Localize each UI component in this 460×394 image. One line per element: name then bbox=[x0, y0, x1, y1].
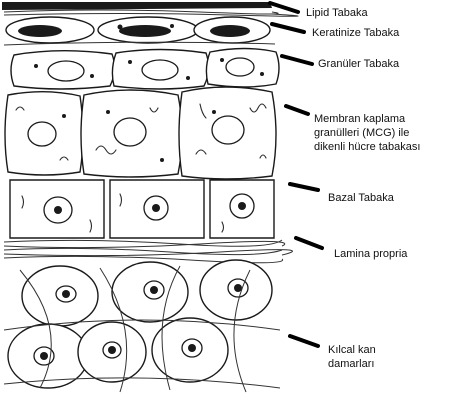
label-mcg: Membran kaplama granülleri (MCG) ile dik… bbox=[314, 112, 420, 154]
label-bazal: Bazal Tabaka bbox=[328, 191, 394, 205]
keratinized-layer bbox=[4, 17, 275, 45]
label-kilcal: Kılcal kan damarları bbox=[328, 343, 376, 371]
lamina-propria bbox=[4, 240, 292, 263]
granular-layer bbox=[11, 49, 279, 90]
label-keratinize: Keratinize Tabaka bbox=[312, 26, 399, 40]
pointers bbox=[270, 3, 322, 346]
spinous-layer bbox=[5, 87, 276, 179]
basal-layer bbox=[10, 180, 274, 238]
label-lipid: Lipid Tabaka bbox=[306, 6, 368, 20]
label-granuler: Granüler Tabaka bbox=[318, 57, 399, 71]
capillary-region bbox=[4, 260, 280, 392]
lipid-layer bbox=[2, 2, 298, 16]
label-lamina: Lamina propria bbox=[334, 247, 407, 261]
